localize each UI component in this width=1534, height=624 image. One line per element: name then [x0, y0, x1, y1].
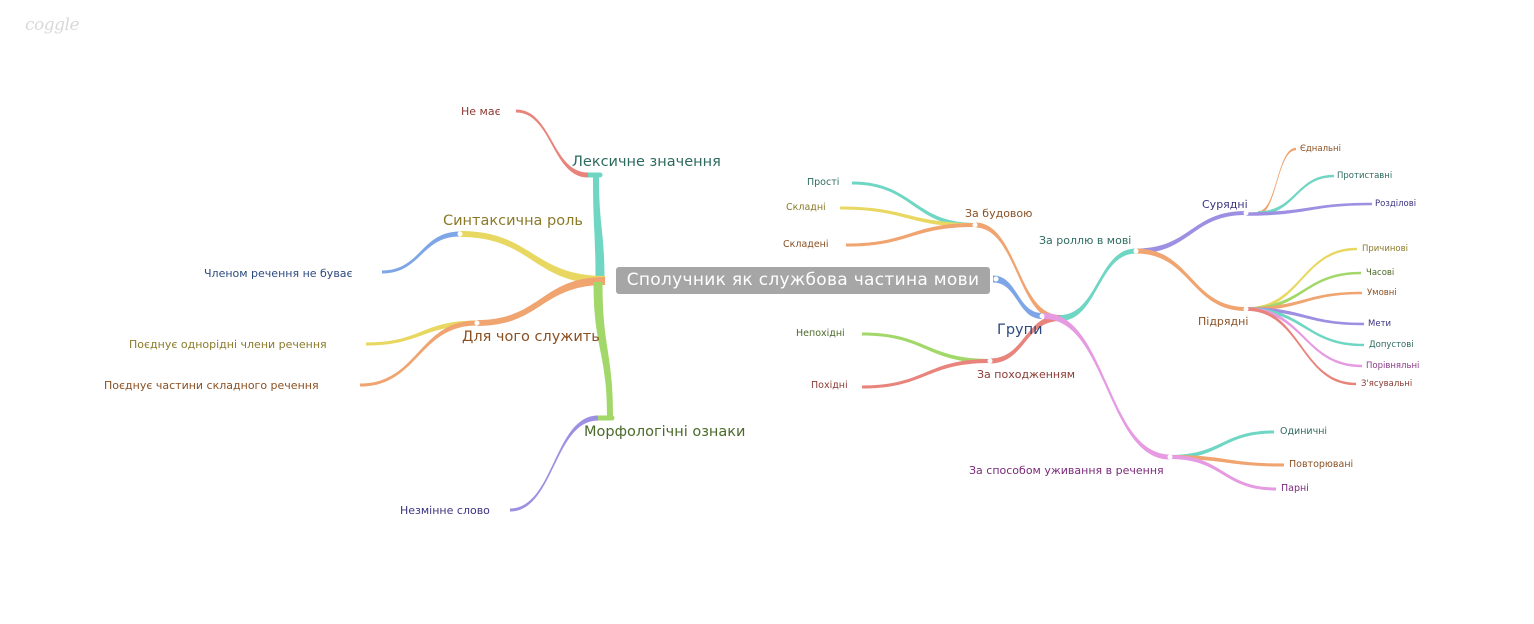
node-concessive[interactable]: Допустові: [1369, 340, 1414, 350]
junction-dot: [1167, 454, 1173, 460]
node-derived[interactable]: Похідні: [811, 380, 848, 391]
branch-syntactic: [460, 231, 605, 284]
node-composite[interactable]: Складені: [783, 239, 829, 250]
node-subordinating[interactable]: Підрядні: [1198, 315, 1249, 328]
junction-dot: [1133, 248, 1139, 254]
branch-derived: [862, 359, 990, 389]
node-simple[interactable]: Прості: [807, 177, 840, 188]
branch-copulative: [1258, 147, 1296, 215]
node-causal[interactable]: Причинові: [1362, 244, 1408, 254]
node-repeated[interactable]: Повторювані: [1289, 459, 1354, 470]
node-by-role[interactable]: За роллю в мові: [1039, 234, 1132, 247]
junction-dot: [987, 358, 993, 364]
node-none[interactable]: Не має: [461, 105, 501, 118]
branch-compound: [840, 206, 975, 227]
node-comparative[interactable]: Порівняльні: [1366, 361, 1420, 371]
node-by-structure[interactable]: За будовою: [965, 207, 1033, 220]
node-temporal[interactable]: Часові: [1366, 268, 1395, 278]
branch-adversative: [1258, 174, 1334, 215]
branch-repeated: [1170, 455, 1284, 467]
junction-dot: [474, 320, 480, 326]
branch-by-role: [1060, 248, 1136, 321]
node-not-member[interactable]: Членом речення не буває: [204, 267, 353, 280]
node-compound[interactable]: Складні: [786, 202, 826, 213]
branch-simple: [852, 181, 975, 227]
junction-dot: [1243, 306, 1249, 312]
branch-paired: [1170, 455, 1276, 491]
node-invariable[interactable]: Незмінне слово: [400, 504, 490, 517]
branch-causal: [1246, 247, 1357, 311]
node-by-origin[interactable]: За походженням: [977, 368, 1076, 381]
branch-composite: [846, 223, 975, 247]
branch-invariable: [510, 415, 598, 512]
coggle-logo[interactable]: coggle: [25, 15, 80, 35]
junction-dot: [457, 231, 463, 237]
branch-comparative: [1246, 307, 1362, 368]
branch-by-structure: [975, 222, 1060, 321]
junction-dot: [972, 222, 978, 228]
branch-temporal: [1246, 271, 1361, 311]
node-single[interactable]: Одиничні: [1280, 426, 1328, 437]
branch-by-usage: [1044, 313, 1170, 460]
node-non-derived[interactable]: Непохідні: [796, 328, 845, 339]
branch-purpose: [477, 277, 605, 326]
branch-non-derived: [862, 332, 990, 363]
branch-not-member: [382, 231, 460, 274]
node-by-usage[interactable]: За способом уживання в речення: [969, 464, 1164, 477]
node-joins-homogeneous[interactable]: Поєднує однорідні члени речення: [129, 338, 327, 351]
node-morph[interactable]: Морфологічні ознаки: [584, 424, 746, 440]
branch-explanatory: [1246, 307, 1356, 386]
node-joins-complex[interactable]: Поєднує частини складного речення: [104, 379, 319, 392]
junction-dot: [1039, 313, 1045, 319]
node-disjunctive[interactable]: Розділові: [1375, 199, 1417, 209]
node-adversative[interactable]: Протиставні: [1337, 171, 1393, 181]
node-paired[interactable]: Парні: [1281, 483, 1309, 494]
branch-subordinating: [1136, 248, 1246, 311]
branch-coordinating: [1136, 211, 1246, 254]
node-coordinating[interactable]: Сурядні: [1202, 198, 1248, 211]
junction-dot: [1243, 210, 1249, 216]
junction-dot: [993, 276, 999, 282]
branch-groups: [993, 275, 1042, 319]
root-node[interactable]: Сполучник як службова частина мови: [616, 267, 990, 294]
node-explanatory[interactable]: З'ясувальні: [1361, 379, 1413, 389]
branch-joins-complex: [360, 320, 477, 387]
branch-morph: [593, 282, 613, 418]
junction-dot: [605, 277, 611, 283]
branch-single: [1170, 430, 1274, 459]
branch-conditional: [1246, 291, 1362, 311]
branch-disjunctive: [1246, 202, 1372, 216]
node-lexical-meaning[interactable]: Лексичне значення: [572, 154, 721, 170]
node-purpose-sub[interactable]: Мети: [1368, 319, 1392, 329]
node-copulative[interactable]: Єднальні: [1300, 144, 1341, 154]
node-syntactic-role[interactable]: Синтаксична роль: [443, 213, 583, 229]
branch-none: [516, 109, 588, 178]
branch-by-origin: [990, 315, 1060, 364]
node-conditional[interactable]: Умовні: [1367, 288, 1397, 298]
branch-lexical: [593, 176, 605, 280]
node-groups[interactable]: Групи: [997, 322, 1043, 338]
branch-concessive: [1246, 307, 1364, 347]
node-purpose[interactable]: Для чого служить: [462, 329, 600, 345]
